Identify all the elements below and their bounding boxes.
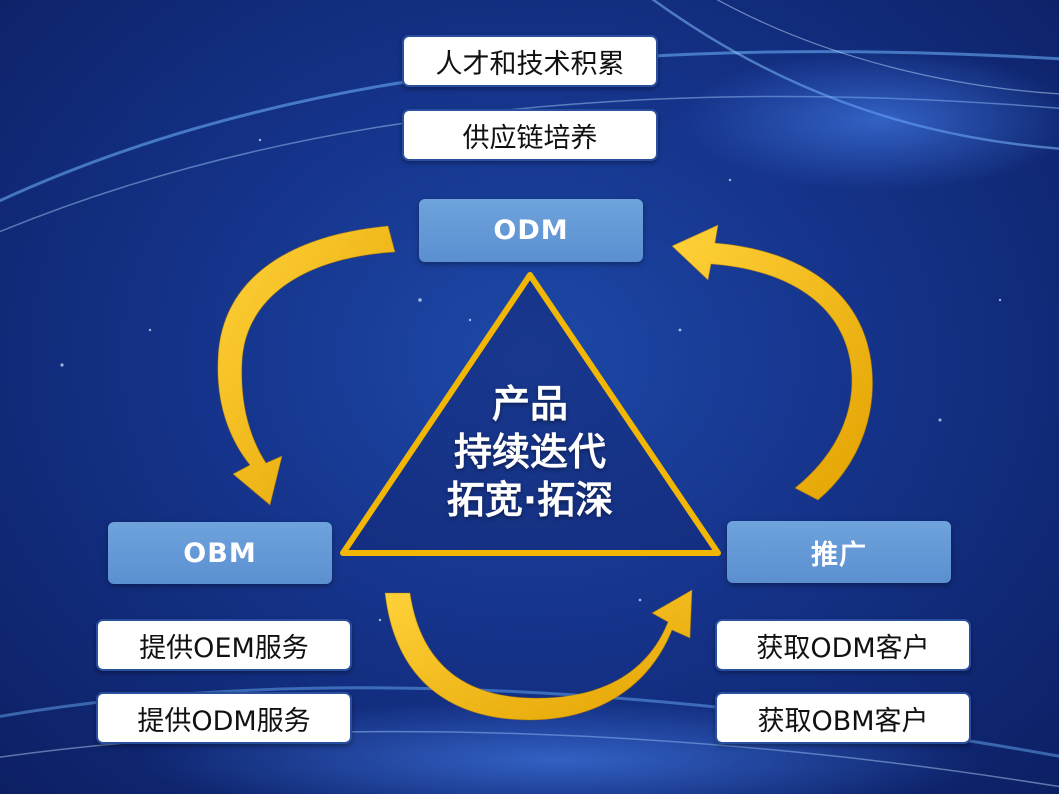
tag-supply-chain: 供应链培养 <box>402 109 658 161</box>
tag-oem-service: 提供OEM服务 <box>96 619 352 671</box>
center-line-product: 产品 <box>491 382 568 426</box>
tag-obm-customers: 获取OBM客户 <box>715 692 971 744</box>
top-right-glow <box>680 50 1059 190</box>
center-line-iterate: 持续迭代 <box>453 430 606 474</box>
arrow-promo-to-odm <box>671 224 873 501</box>
node-odm: ODM <box>419 199 643 262</box>
center-triangle <box>340 272 721 556</box>
arrow-odm-to-obm <box>217 225 396 506</box>
arrow-obm-to-promo <box>384 589 693 721</box>
center-line-expand: 拓宽·拓深 <box>446 478 614 522</box>
cycle-arrows <box>217 224 873 721</box>
tag-odm-customers: 获取ODM客户 <box>715 619 971 671</box>
tag-talent-tech: 人才和技术积累 <box>402 35 658 87</box>
sparkles <box>60 138 1002 622</box>
tag-odm-service: 提供ODM服务 <box>96 692 352 744</box>
center-label: 产品 持续迭代 拓宽·拓深 <box>420 380 640 524</box>
node-promotion: 推广 <box>727 521 951 583</box>
node-obm: OBM <box>108 522 332 584</box>
